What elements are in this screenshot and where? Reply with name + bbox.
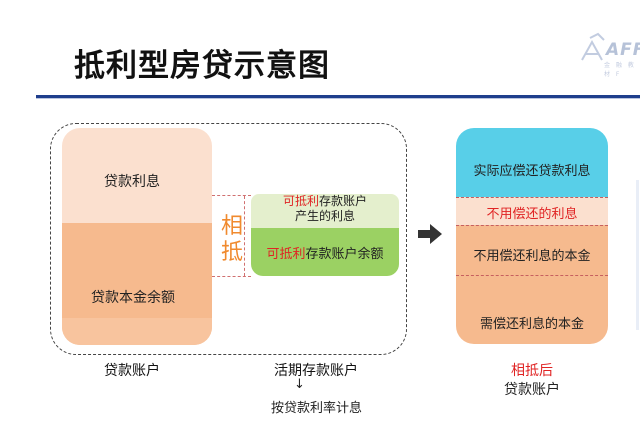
no-repay-interest-segment bbox=[456, 197, 608, 225]
offset-char-1: 相 bbox=[220, 214, 243, 239]
logo-subtext: 金 融 教 材 F bbox=[604, 62, 636, 78]
interest-principal-label: 需偿还利息的本金 bbox=[479, 317, 584, 332]
deposit-account-caption: 活期存款账户 bbox=[274, 363, 358, 379]
loan-interest-segment bbox=[62, 128, 212, 223]
loan-interest-label: 贷款利息 bbox=[104, 174, 160, 190]
result-account-block bbox=[456, 128, 608, 344]
principal-segment bbox=[456, 225, 608, 344]
no-repay-interest-label: 不用偿还的利息 bbox=[486, 207, 578, 222]
loan-principal-lower-band bbox=[62, 318, 212, 345]
result-divider-1 bbox=[456, 197, 608, 198]
deposit-balance-segment bbox=[251, 228, 399, 276]
offset-char-2: 抵 bbox=[220, 240, 243, 265]
logo-icon bbox=[581, 32, 605, 61]
down-arrow-icon: ↓ bbox=[294, 377, 305, 392]
connector-line-vertical bbox=[244, 196, 245, 276]
page-title: 抵利型房贷示意图 bbox=[74, 48, 330, 84]
connector-line-bottom bbox=[212, 276, 251, 277]
deposit-interest-note: 按贷款利率计息 bbox=[271, 401, 363, 416]
loan-account-caption: 贷款账户 bbox=[104, 363, 160, 379]
actual-interest-segment bbox=[456, 128, 608, 197]
deposit-interest-segment bbox=[251, 194, 399, 228]
result-caption-red: 相抵后 bbox=[511, 363, 553, 379]
actual-interest-label: 实际应偿还贷款利息 bbox=[473, 164, 591, 179]
right-arrow-icon bbox=[418, 224, 442, 244]
result-caption: 贷款账户 bbox=[504, 382, 560, 398]
no-interest-principal-label: 不用偿还利息的本金 bbox=[473, 249, 591, 264]
result-divider-2 bbox=[456, 225, 608, 226]
edge-fragment bbox=[636, 180, 639, 330]
deposit-balance-red: 可抵利 bbox=[266, 247, 306, 262]
deposit-interest-label: 可抵利存款账户 产生的利息 bbox=[251, 194, 399, 224]
logo-text: AFF bbox=[606, 40, 640, 60]
deposit-balance-label: 可抵利存款账户余额 bbox=[251, 243, 399, 262]
loan-account-block bbox=[62, 128, 212, 345]
before-offset-group bbox=[50, 123, 407, 355]
offset-label: 相 抵 bbox=[220, 214, 244, 266]
title-rule-shadow bbox=[36, 98, 640, 99]
title-rule bbox=[36, 95, 640, 98]
connector-line-top bbox=[212, 195, 251, 196]
loan-principal-label: 贷款本金余额 bbox=[91, 290, 175, 306]
deposit-interest-red: 可抵利 bbox=[282, 194, 319, 208]
deposit-balance-rest: 存款账户余额 bbox=[305, 247, 384, 262]
deposit-interest-line2: 产生的利息 bbox=[294, 209, 355, 223]
result-divider-3 bbox=[456, 275, 608, 276]
deposit-interest-rest: 存款账户 bbox=[319, 194, 368, 208]
